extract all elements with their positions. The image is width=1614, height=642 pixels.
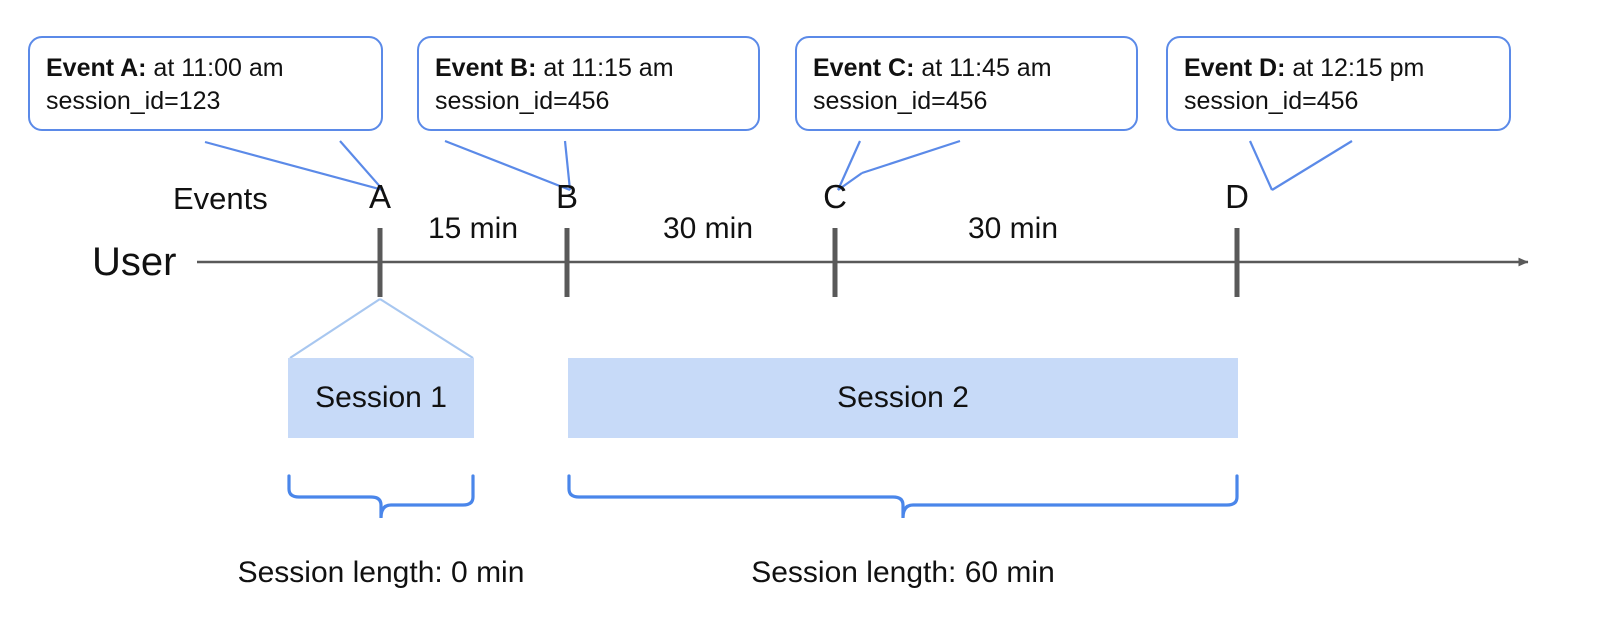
session1-brace-icon (287, 474, 475, 519)
session-1-length-label: Session length: 0 min (237, 556, 525, 589)
session2-brace-icon (567, 474, 1239, 519)
interval-label-b-c: 30 min (662, 212, 754, 245)
callout-a-session: session_id=123 (46, 86, 221, 115)
callout-b-line1: Event B: at 11:15 am (435, 52, 742, 85)
event-marker-label-d: D (1225, 178, 1249, 215)
callout-b-title: Event B: (435, 54, 537, 82)
callout-a-line1: Event A: at 11:00 am (46, 52, 365, 85)
callout-event-b: Event B: at 11:15 am session_id=456 (417, 36, 760, 131)
interval-label-a-b: 15 min (427, 212, 519, 245)
callout-d-title: Event D: (1184, 54, 1286, 82)
callout-c-title: Event C: (813, 54, 915, 82)
session-box-1-label: Session 1 (315, 381, 447, 414)
callout-d-session: session_id=456 (1184, 86, 1359, 115)
callout-c-time: at 11:45 am (914, 54, 1052, 82)
callout-b-session: session_id=456 (435, 86, 610, 115)
interval-label-c-d: 30 min (967, 212, 1059, 245)
callout-d-tail-icon (1248, 140, 1353, 191)
callout-event-c: Event C: at 11:45 am session_id=456 (795, 36, 1138, 131)
session-box-1: Session 1 (288, 358, 474, 438)
callout-c-session: session_id=456 (813, 86, 988, 115)
session-2-length-label: Session length: 60 min (751, 556, 1055, 589)
callout-c-line1: Event C: at 11:45 am (813, 52, 1120, 85)
callout-event-d: Event D: at 12:15 pm session_id=456 (1166, 36, 1511, 131)
callout-d-line1: Event D: at 12:15 pm (1184, 52, 1493, 85)
event-marker-label-b: B (555, 178, 578, 215)
user-row-label: User (92, 240, 177, 284)
session1-funnel-icon (289, 298, 474, 359)
event-marker-label-c: C (823, 178, 847, 215)
callout-a-title: Event A: (46, 54, 147, 82)
session-box-2-label: Session 2 (837, 381, 969, 414)
events-row-label: Events (173, 181, 268, 216)
callout-d-time: at 12:15 pm (1285, 54, 1425, 82)
session-box-2: Session 2 (568, 358, 1238, 438)
event-marker-label-a: A (368, 178, 391, 215)
callout-b-time: at 11:15 am (536, 54, 674, 82)
callout-event-a: Event A: at 11:00 am session_id=123 (28, 36, 383, 131)
callout-a-time: at 11:00 am (146, 54, 284, 82)
